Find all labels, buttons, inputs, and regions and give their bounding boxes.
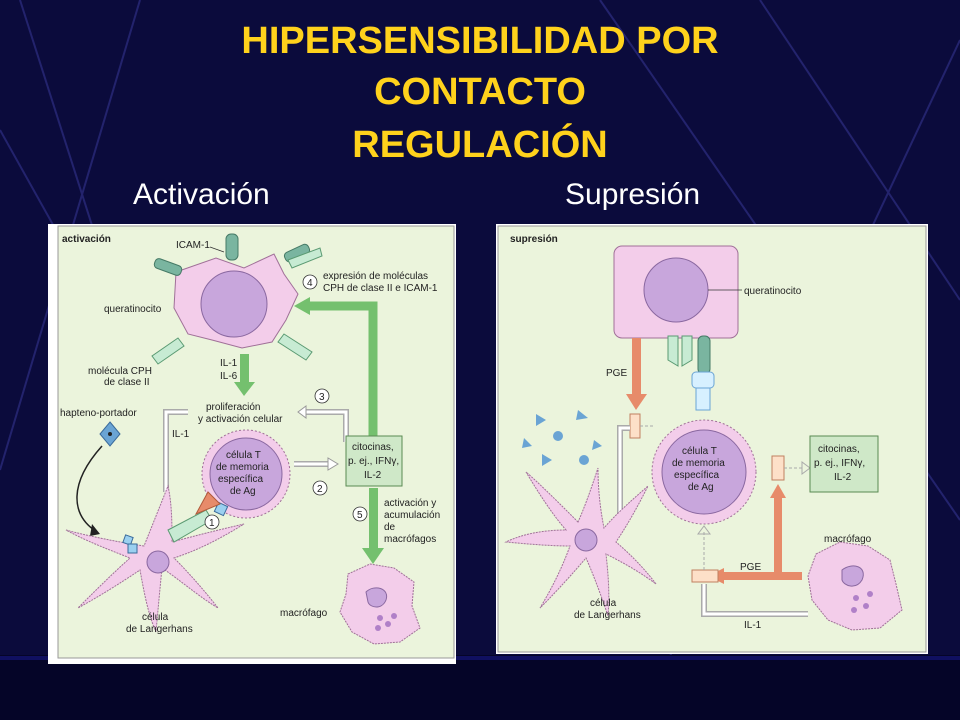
activation-panel-label: activación [62,234,111,245]
step-2-number: 2 [317,484,323,495]
cytokines-label-3: IL-2 [364,470,382,481]
keratinocyte-nucleus [200,270,268,338]
macrophage-suppression-label: macrófago [824,534,872,545]
step-4-number: 4 [307,278,313,289]
keratinocyte-label: queratinocito [104,304,162,315]
accumulation-label-3: de [384,522,396,533]
il1-il6-label-2: IL-6 [220,371,238,382]
langerhans-suppression-label-1: célula [590,598,617,609]
cytokines-suppression-label-2: p. ej., IFNγ, [814,458,865,469]
subtitle-suppression: Supresión [565,178,701,211]
step-5-number: 5 [357,510,363,521]
accumulation-label-4: macrófagos [384,534,436,545]
langerhans-suppression-label-2: de Langerhans [574,610,641,621]
slide-title-line-2: CONTACTO [374,71,586,113]
t-cell-label-1: célula T [226,450,261,461]
pge-bottom-label: PGE [740,562,761,573]
expression-label-2: CPH de clase II e ICAM-1 [323,283,438,294]
il1-label: IL-1 [172,429,190,440]
slide-title-line-3: REGULACIÓN [352,124,608,166]
cytokines-label-2: p. ej., IFNγ, [348,456,399,467]
t-cell-label-4: de Ag [230,486,256,497]
langerhans-label-2: de Langerhans [126,624,193,635]
cytokines-label-1: citocinas, [352,442,394,453]
t-cell-suppression-label-2: de memoria [672,458,725,469]
icam-label: ICAM-1 [176,240,210,251]
keratinocyte-label-suppression: queratinocito [744,286,802,297]
t-cell-suppression-label-4: de Ag [688,482,714,493]
expression-label-1: expresión de moléculas [323,271,428,282]
suppression-panel-label: supresión [510,234,558,245]
cytokines-box [345,435,403,487]
macrophage-label: macrófago [280,608,328,619]
t-cell-suppression-label-1: célula T [682,446,717,457]
cytokines-suppression-label-1: citocinas, [818,444,860,455]
langerhans-label-1: célula [142,612,169,623]
subtitle-activation: Activación [133,178,270,211]
hapten-label: hapteno-portador [60,408,137,419]
cph-label-1: molécula CPH [88,366,152,377]
t-cell-suppression-label-3: específica [674,470,719,481]
slide-title-line-1: HIPERSENSIBILIDAD POR [241,20,719,62]
t-cell-label-3: específica [218,474,263,485]
suppression-diagram: supresión queratinocito PGE célula T de … [496,224,928,654]
cph-label-2: de clase II [104,377,150,388]
accumulation-label-2: acumulación [384,510,440,521]
accumulation-label-1: activación y [384,498,436,509]
il1-suppression-label: IL-1 [744,620,762,631]
proliferation-label-1: proliferación [206,402,260,413]
t-cell-label-2: de memoria [216,462,269,473]
il1-il6-label-1: IL-1 [220,358,238,369]
proliferation-label-2: y activación celular [198,414,283,425]
activation-diagram: activación ICAM-1 queratinocito molécula… [48,224,456,664]
step-1-number: 1 [209,518,215,529]
pge-top-label: PGE [606,368,627,379]
cytokines-box-suppression [809,435,879,493]
cytokines-suppression-label-3: IL-2 [834,472,852,483]
step-3-number: 3 [319,392,325,403]
